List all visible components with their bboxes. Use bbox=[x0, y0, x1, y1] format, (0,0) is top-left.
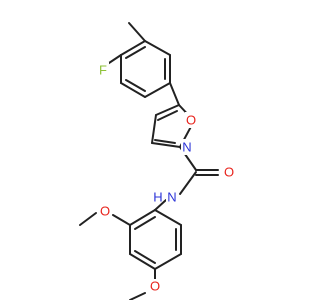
methyl-bond bbox=[128, 22, 146, 42]
bond bbox=[125, 46, 146, 59]
molecule-canvas: F O N O N H O O bbox=[79, 22, 235, 300]
fluoro-methyl-phenyl-ring bbox=[105, 22, 171, 98]
bond bbox=[151, 114, 157, 144]
biaryl-bond bbox=[169, 82, 180, 106]
molecule-structure: F O N O N H O O bbox=[79, 22, 235, 300]
methoxy-bond bbox=[112, 214, 131, 226]
methoxy-bond bbox=[129, 292, 146, 300]
bond bbox=[125, 79, 146, 92]
ortho-methoxy-oxygen-label: O bbox=[100, 203, 110, 218]
bond bbox=[157, 110, 178, 121]
fluorine-atom-label: F bbox=[99, 62, 107, 77]
bond bbox=[120, 82, 146, 98]
bond bbox=[154, 139, 176, 144]
para-methoxy-oxygen-label: O bbox=[150, 278, 160, 293]
bond bbox=[129, 209, 156, 226]
bond bbox=[144, 82, 171, 98]
carboxamide-group bbox=[154, 146, 219, 211]
bond bbox=[134, 216, 156, 230]
bond bbox=[151, 142, 181, 148]
bond bbox=[154, 199, 167, 211]
bond bbox=[179, 171, 197, 195]
bond bbox=[120, 40, 146, 56]
amide-nitrogen-label: N bbox=[167, 189, 176, 204]
bond bbox=[154, 253, 182, 270]
carbonyl-oxygen-label: O bbox=[224, 164, 234, 179]
bond bbox=[155, 104, 180, 116]
isoxazole-nitrogen-label: N bbox=[182, 139, 191, 154]
methoxy-bond bbox=[79, 212, 97, 226]
bond bbox=[129, 253, 156, 270]
isoxazole-ring bbox=[151, 104, 195, 148]
bond bbox=[134, 250, 156, 264]
dimethoxy-phenyl-ring bbox=[79, 209, 182, 300]
amide-hydrogen-label: H bbox=[153, 189, 162, 204]
bond bbox=[154, 209, 182, 226]
bond bbox=[144, 40, 171, 56]
isoxazole-oxygen-label: O bbox=[186, 112, 196, 127]
atom-labels: F O N O N H O O bbox=[97, 62, 235, 295]
